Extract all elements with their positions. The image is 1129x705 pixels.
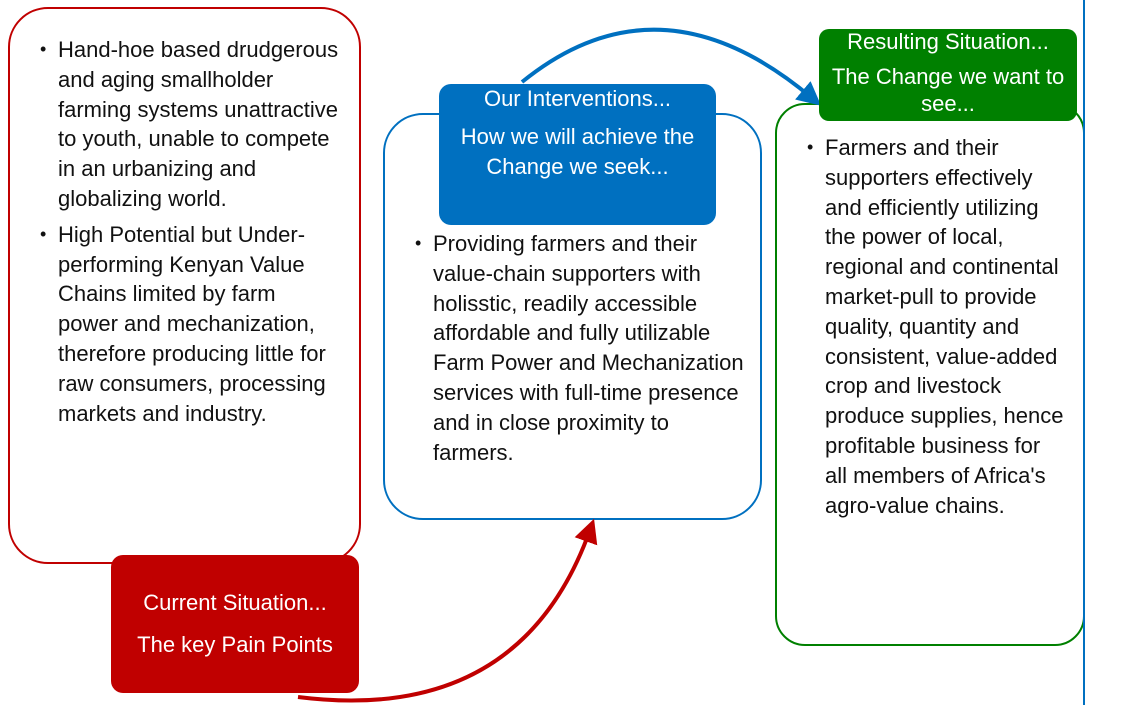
resulting-situation-label: Resulting Situation... The Change we wan… bbox=[819, 29, 1077, 121]
arrow-current-to-interventions bbox=[297, 518, 598, 703]
current-situation-title: Current Situation... bbox=[143, 590, 327, 615]
resulting-situation-title: Resulting Situation... bbox=[847, 29, 1049, 54]
current-situation-label: Current Situation... The key Pain Points bbox=[111, 555, 359, 693]
resulting-situation-subtitle: The Change we want to see... bbox=[831, 64, 1065, 116]
current-bullet-2: High Potential but Under-performing Keny… bbox=[40, 220, 340, 429]
current-situation-bullets: Hand-hoe based drudgerous and aging smal… bbox=[40, 35, 340, 434]
resulting-situation-bullets: Farmers and their supporters effectively… bbox=[807, 133, 1067, 520]
interventions-title: Our Interventions... bbox=[483, 86, 672, 111]
resulting-bullet-1: Farmers and their supporters effectively… bbox=[807, 133, 1067, 520]
arrow-interventions-to-resulting bbox=[520, 27, 822, 106]
interventions-label: Our Interventions... How we will achieve… bbox=[439, 84, 716, 225]
current-situation-subtitle: The key Pain Points bbox=[137, 632, 333, 657]
interventions-subtitle: How we will achieve the Change we seek..… bbox=[460, 124, 695, 179]
current-bullet-1: Hand-hoe based drudgerous and aging smal… bbox=[40, 35, 340, 214]
interventions-bullet-1: Providing farmers and their value-chain … bbox=[415, 229, 750, 467]
vertical-divider-line bbox=[1083, 0, 1085, 705]
interventions-bullets: Providing farmers and their value-chain … bbox=[415, 229, 750, 467]
